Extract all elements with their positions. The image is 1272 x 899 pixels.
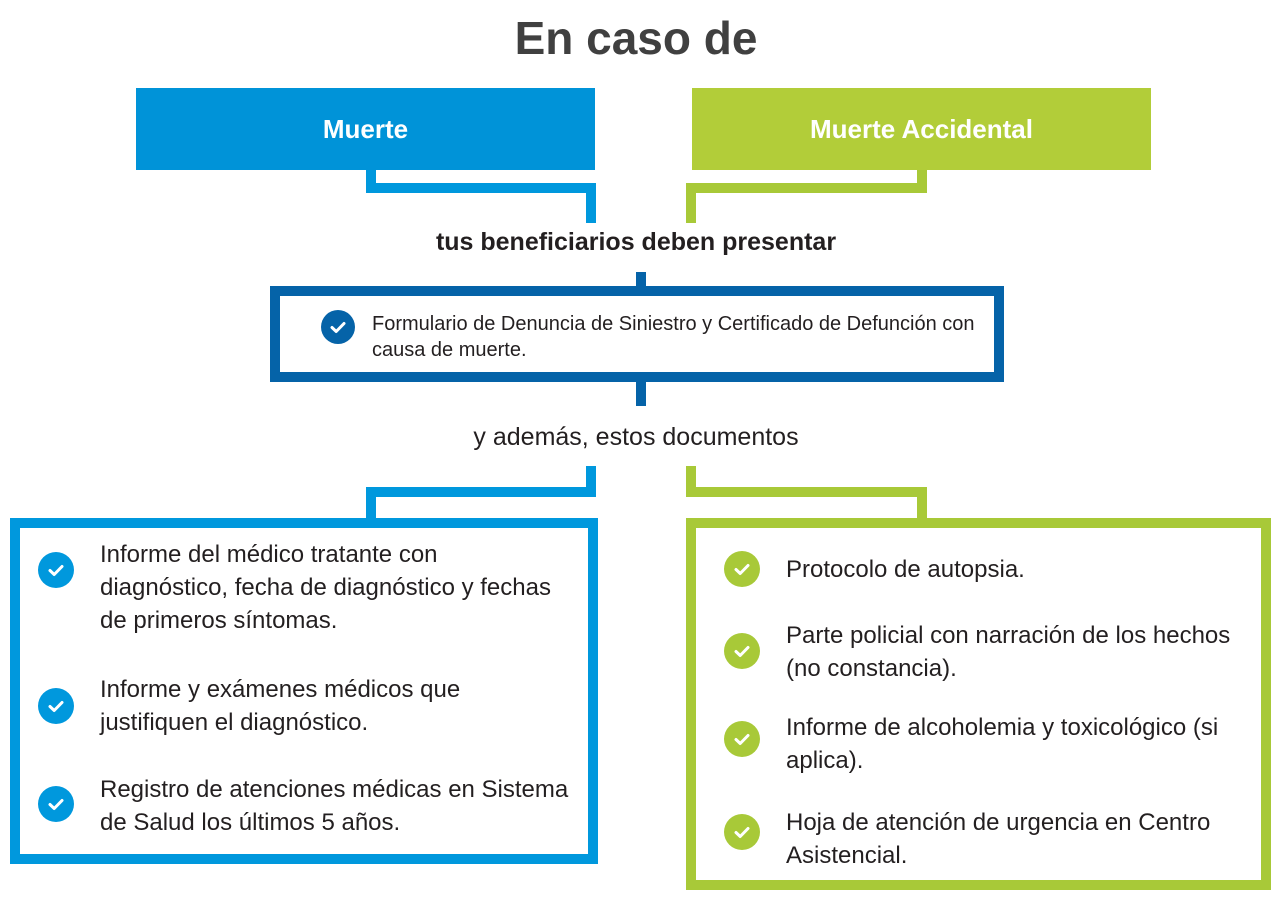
check-circle-icon [321, 310, 355, 344]
header-muerte-label: Muerte [322, 113, 409, 144]
check-circle-icon [724, 721, 760, 757]
connector-left-top-drop [586, 183, 596, 223]
connector-right-bottom-rise [686, 466, 696, 496]
connector-left-top-vertical [366, 170, 376, 192]
connector-right-top-vertical [917, 170, 927, 192]
connector-center-top [636, 272, 646, 288]
check-circle-icon [38, 688, 74, 724]
connector-left-bottom-drop [366, 487, 376, 519]
check-circle-icon [38, 786, 74, 822]
document-item: Informe y exámenes médicos que justifiqu… [100, 676, 461, 736]
subtitle-beneficiarios: tus beneficiarios deben presentar [435, 228, 837, 256]
check-circle-icon [724, 551, 760, 587]
connector-right-top-drop [686, 183, 696, 223]
header-muerte: Muerte [136, 88, 595, 170]
document-item: Protocolo de autopsia. [786, 556, 1025, 583]
required-document-text: Formulario de Denuncia de Siniestro y Ce… [372, 313, 975, 361]
subtitle-ademas: y además, estos documentos [473, 423, 799, 451]
connector-right-bottom-horizontal [686, 487, 927, 497]
connector-left-bottom-horizontal [366, 487, 596, 497]
connector-right-bottom-drop [917, 487, 927, 519]
connector-center-bottom [636, 380, 646, 406]
document-item: Parte policial con narración de los hech… [786, 622, 1231, 682]
required-document-box [270, 286, 1004, 382]
connector-left-top-horizontal [366, 183, 596, 193]
document-item: Informe de alcoholemia y toxicológico (s… [786, 714, 1219, 774]
connector-right-top-horizontal [686, 183, 927, 193]
diagram-title: En caso de [514, 12, 758, 64]
check-circle-icon [724, 814, 760, 850]
check-circle-icon [38, 552, 74, 588]
header-muerte-accidental: Muerte Accidental [692, 88, 1151, 170]
connector-left-bottom-rise [586, 466, 596, 496]
document-item: Informe del médico tratante con diagnóst… [100, 541, 551, 634]
documents-box-muerte-accidental [686, 518, 1271, 890]
document-item: Hoja de atención de urgencia en Centro A… [786, 809, 1211, 869]
header-muerte-accidental-label: Muerte Accidental [810, 113, 1033, 144]
check-circle-icon [724, 633, 760, 669]
document-item: Registro de atenciones médicas en Sistem… [100, 776, 569, 836]
documents-box-muerte [10, 518, 598, 864]
